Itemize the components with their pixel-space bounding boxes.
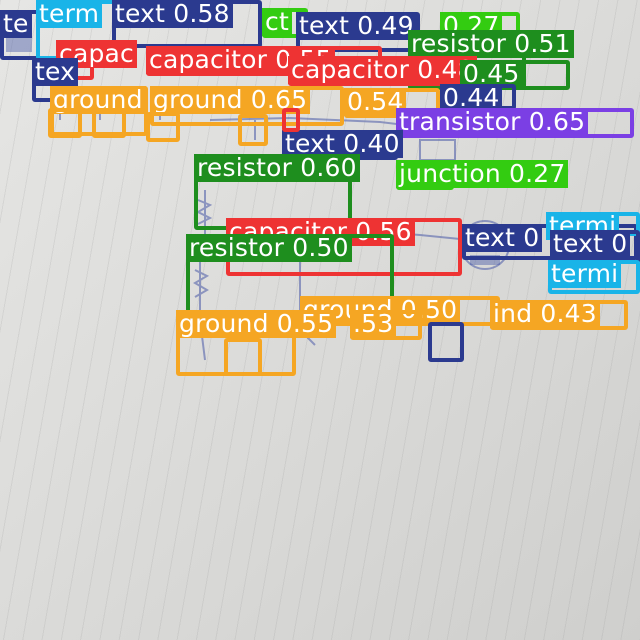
text-label: text 0.58 (112, 0, 233, 28)
detection-text: text 0.40 (282, 130, 403, 160)
detection-text (428, 322, 464, 362)
text-label: text 0 (462, 224, 543, 252)
terminal-label: termi (548, 260, 622, 288)
junction-label: ct (262, 8, 292, 36)
capacitor-label: capacitor 0.48 (288, 56, 477, 84)
detection-ground (48, 108, 82, 138)
detection-ground (224, 338, 262, 376)
detection-text: text 0.49 (296, 12, 420, 52)
ground-label: ind 0.43 (490, 300, 600, 328)
detection-text: tex (32, 58, 79, 102)
resistor-label: resistor 0.60 (194, 154, 360, 182)
junction-label: junction 0.27 (396, 160, 569, 188)
capacitor-bounding-box (282, 108, 300, 132)
ground-bounding-box (238, 114, 268, 146)
detection-junction: junction 0.27 (396, 160, 569, 190)
text-label: 0.45 (460, 60, 523, 88)
detection-ground: .53 (350, 310, 422, 340)
text-bounding-box (428, 322, 464, 362)
detection-ground (92, 108, 126, 138)
detection-capacitor: capacitor 0.48 (288, 56, 477, 86)
text-label: 0.44 (440, 84, 503, 112)
detection-text: 0.45 (460, 60, 570, 90)
text-label: text 0.40 (282, 130, 403, 158)
terminal-label: term (36, 0, 103, 28)
detection-text: text 0.58 (112, 0, 262, 48)
ground-bounding-box (224, 338, 262, 376)
detection-capacitor (282, 108, 300, 132)
ground-label: ground 0.65 (150, 86, 311, 114)
detection-terminal: termi (548, 260, 640, 294)
text-label: text 0 (550, 230, 631, 258)
text-label: tex (32, 58, 79, 86)
detection-ground: ind 0.43 (490, 300, 628, 330)
text-label: 0.54 (344, 88, 407, 116)
ground-label: ground 0.55 (176, 310, 337, 338)
text-label: te (0, 10, 32, 38)
detection-capacitor: capac (56, 40, 137, 80)
detection-text: te (0, 10, 40, 60)
detection-transistor: transistor 0.65 (396, 108, 634, 138)
detection-ground: ground 0.65 (150, 86, 344, 126)
ground-bounding-box (48, 108, 82, 138)
ground-bounding-box (92, 108, 126, 138)
detection-ground (238, 114, 268, 146)
text-label: text 0.49 (296, 12, 417, 40)
transistor-label: transistor 0.65 (396, 108, 589, 136)
detection-ground (146, 112, 180, 142)
ground-bounding-box (146, 112, 180, 142)
detection-text: 0.54 (344, 88, 440, 118)
resistor-label: resistor 0.51 (408, 30, 574, 58)
resistor-label: resistor 0.50 (186, 234, 352, 262)
ground-label: .53 (350, 310, 397, 338)
